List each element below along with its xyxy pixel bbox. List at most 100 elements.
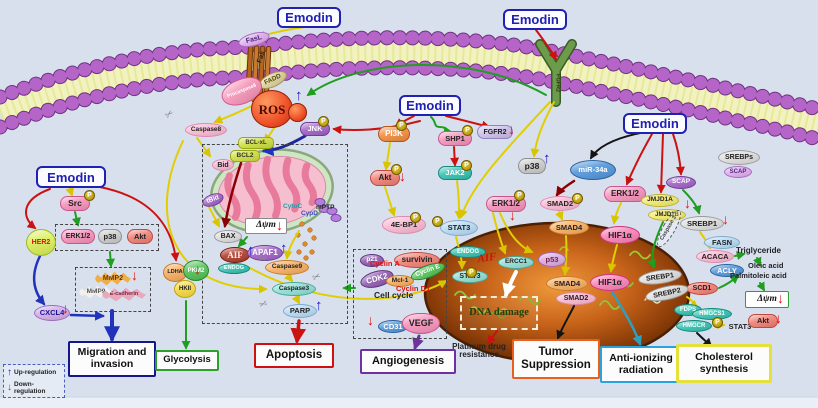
erk12-right: ERK1/2 — [604, 186, 646, 202]
phospho-badge: P — [514, 190, 525, 201]
mir-34a: miR-34a — [570, 160, 616, 180]
pkm2: PKM2 — [183, 260, 209, 281]
platinum-resistance-label: Platinum drug resistance — [452, 342, 506, 360]
smad2-nuc: SMAD2 — [556, 292, 596, 305]
smad4-up: SMAD4 — [549, 220, 589, 235]
apoptosis-box: Apoptosis — [254, 343, 334, 368]
up-arrow-icon: ↑ — [7, 367, 12, 379]
hmgcr: HMGCR — [676, 320, 712, 332]
p38-left: p38 — [98, 229, 122, 244]
scap: SCAP — [666, 176, 696, 189]
srebp1: SREBP1 — [680, 216, 724, 231]
mitochondria — [210, 148, 334, 234]
bcl2: BCL2 — [230, 150, 260, 162]
down-arrow: ↓ — [509, 207, 516, 223]
phospho-badge: P — [461, 160, 472, 171]
fgfr2-receptor — [535, 39, 577, 107]
endog-nuc: ENDOG — [450, 246, 486, 258]
fgfr2-receptor-label: FGFR2 — [554, 73, 561, 93]
bid: Bid — [212, 159, 234, 171]
down-arrow: ↓ — [62, 300, 69, 316]
srebps-faded: SREBPs — [718, 150, 760, 165]
phospho-badge: P — [572, 193, 583, 204]
ldha: LDHA — [163, 263, 187, 282]
anti-ionizing-box: Anti-ionizing radiation — [600, 346, 682, 383]
delta-psi-m-right: Δψm — [745, 291, 789, 308]
down-arrow: ↓ — [194, 261, 201, 277]
phospho-badge: P — [466, 267, 477, 278]
acaca: ACACA — [696, 250, 734, 263]
emodin-box-2: Emodin — [503, 9, 567, 30]
cxcl4: CXCL4 — [34, 305, 70, 321]
angiogenesis-box: Angiogenesis — [360, 349, 456, 374]
down-arrow: ↓ — [722, 211, 729, 227]
down-arrow: ↓ — [684, 195, 691, 211]
hkii: HKII — [174, 280, 196, 298]
stat3-mid: STAT3 — [440, 220, 478, 236]
phospho-badge: P — [318, 116, 329, 127]
bcl-xl: BCL-xL — [238, 137, 274, 149]
scap-faded: SCAP — [724, 166, 752, 178]
ercc1: ERCC1 — [498, 256, 534, 269]
up-arrow: ↑ — [295, 87, 303, 104]
delta-psi-m-mito: Δψm — [245, 218, 287, 234]
emodin-box-5: Emodin — [623, 113, 687, 134]
p38-mid: p38 — [518, 158, 546, 174]
cd31: CD31 — [378, 320, 408, 333]
atp-synthase-icons — [314, 198, 342, 222]
phospho-badge: P — [462, 125, 473, 136]
acly: ACLY — [710, 264, 744, 277]
mcl-1: Mcl-1 — [386, 275, 414, 287]
smad4-nuc: SMAD4 — [546, 276, 588, 291]
emodin-box-4: Emodin — [36, 166, 106, 188]
oleic-acid-label: Oleic acid — [748, 261, 784, 270]
stat3-right: STAT3 — [728, 322, 752, 332]
down-arrow: ↓ — [276, 217, 283, 233]
down-arrow: ↓ — [777, 290, 784, 306]
legend-down-label: Down-regulation — [14, 380, 46, 395]
her2: HER2 — [26, 229, 56, 256]
bottom-strip — [0, 397, 818, 408]
emodin-box-1: Emodin — [277, 7, 341, 28]
caspase3: Caspase3 — [272, 282, 316, 296]
up-arrow: ↑ — [247, 242, 255, 259]
akt-left: Akt — [127, 229, 153, 244]
palmitoleic-acid-label: Palmitoleic acid — [730, 271, 787, 280]
up-arrow: ↑ — [543, 150, 551, 167]
up-arrow: ↑ — [280, 240, 288, 257]
p53: p53 — [538, 252, 566, 267]
phospho-badge: P — [396, 120, 407, 131]
cell-membrane — [0, 30, 818, 147]
legend-up-row: ↑ Up-regulation — [7, 367, 64, 378]
down-arrow: ↓ — [367, 312, 374, 328]
cell-cycle-label: Cell cycle — [374, 290, 414, 300]
cell-cycle-dashed-box — [353, 249, 447, 339]
parp: PARP — [283, 304, 317, 318]
fasn: FASN — [704, 236, 740, 249]
down-arrow: ↓ — [508, 121, 515, 137]
cholesterol-box: Cholesterol synthesis — [676, 344, 772, 383]
hif1a-nuc: HIF1α — [590, 274, 630, 291]
cytochrome-c-dots — [295, 221, 317, 261]
jmjd1a: JMJD1A — [641, 194, 679, 207]
src: Src — [60, 196, 90, 211]
mito-dashed-box — [202, 144, 348, 324]
erk12-left: ERK1/2 — [61, 229, 95, 244]
erk-dashed-box — [55, 224, 159, 251]
pathway-arrows — [25, 26, 765, 351]
aif: AIF — [220, 247, 250, 263]
ros-satellite — [288, 103, 307, 122]
ros: ROS — [251, 90, 293, 128]
down-arrow: ↓ — [399, 168, 406, 184]
down-arrow-icon: ↓ — [7, 382, 12, 394]
phospho-badge: P — [432, 216, 443, 227]
caspase9: Caspase9 — [265, 260, 309, 275]
tumor-suppression-box: Tumor Suppression — [512, 339, 600, 379]
phospho-badge: P — [410, 212, 421, 223]
jmjd1b: JMJD1B — [648, 209, 686, 221]
hmgcs1: HMGCS1 — [692, 308, 732, 320]
legend: ↑ Up-regulation ↓ Down-regulation — [3, 364, 65, 398]
down-arrow: ↓ — [775, 310, 782, 326]
akt-right: Akt — [748, 314, 778, 328]
